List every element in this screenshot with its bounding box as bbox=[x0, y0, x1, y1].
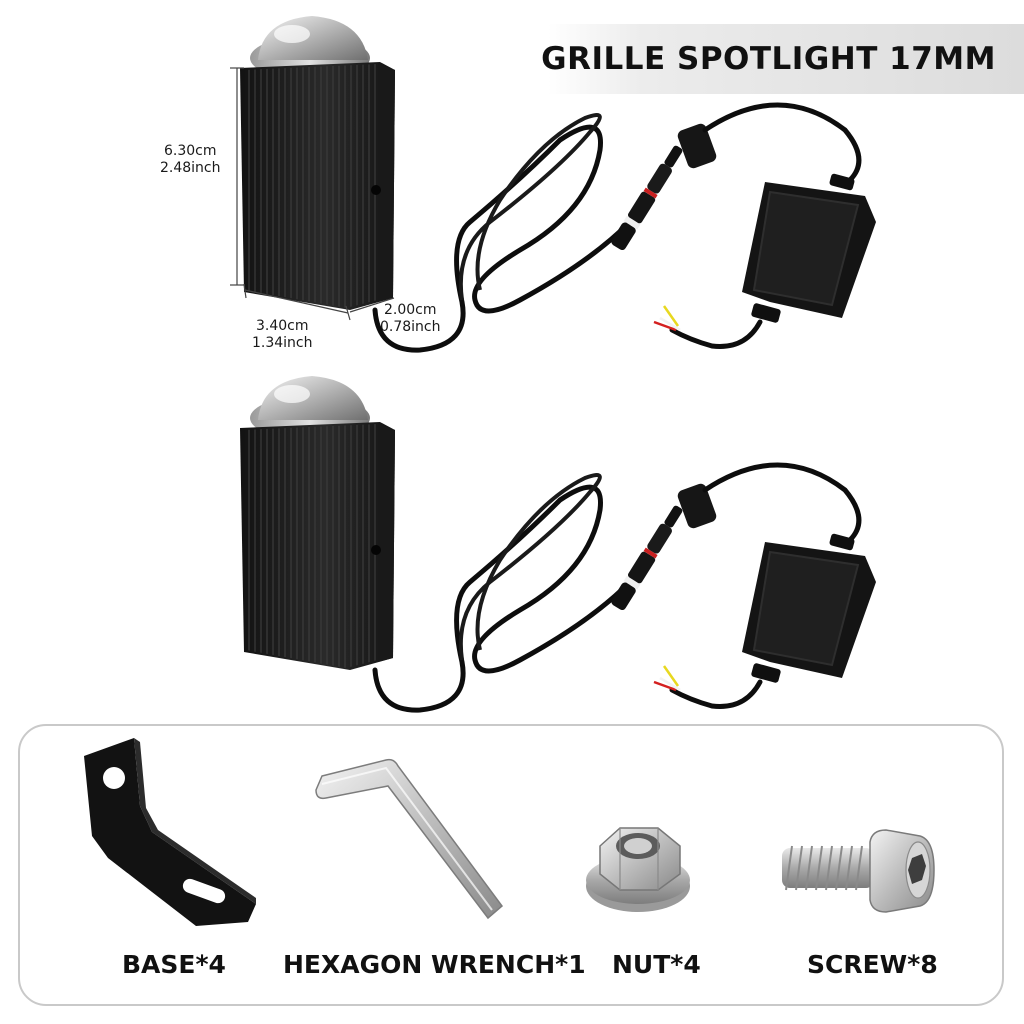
dimension-height-imperial: 2.48inch bbox=[160, 160, 221, 176]
dimension-width-imperial: 1.34inch bbox=[252, 335, 313, 351]
dimension-height-metric: 6.30cm bbox=[164, 143, 217, 159]
dimension-depth-imperial: 0.78inch bbox=[380, 319, 441, 335]
dimension-depth-metric: 2.00cm bbox=[384, 302, 437, 318]
title-banner: GRILLE SPOTLIGHT 17MM bbox=[541, 24, 1024, 94]
dimension-lines bbox=[230, 67, 395, 321]
accessory-label-hexagon-wrench: HEXAGON WRENCH*1 bbox=[283, 950, 586, 979]
dimension-width-metric: 3.40cm bbox=[256, 318, 309, 334]
dimension-height: 6.30cm 2.48inch bbox=[160, 143, 221, 177]
dimension-depth: 2.00cm 0.78inch bbox=[380, 302, 441, 336]
accessory-label-nut: NUT*4 bbox=[612, 950, 701, 979]
spotlight-unit-1 bbox=[240, 16, 876, 350]
accessory-label-screw: SCREW*8 bbox=[807, 950, 938, 979]
accessory-label-base: BASE*4 bbox=[122, 950, 226, 979]
spotlight-unit-2 bbox=[240, 376, 876, 710]
dimension-width: 3.40cm 1.34inch bbox=[252, 318, 313, 352]
page-title: GRILLE SPOTLIGHT 17MM bbox=[541, 41, 996, 77]
product-illustration bbox=[230, 0, 1024, 720]
